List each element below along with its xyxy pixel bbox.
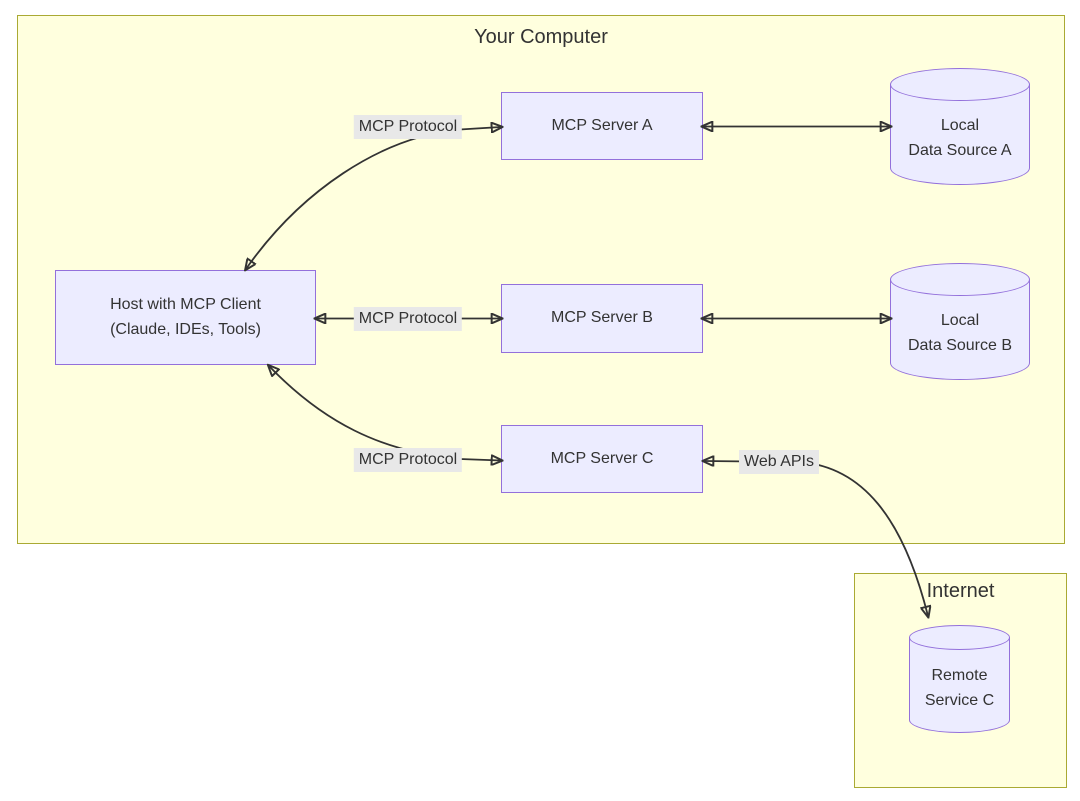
mcp-protocol-label-c: MCP Protocol (353, 448, 463, 472)
cylinder-body-shape (909, 637, 1010, 733)
mcp-server-c-label: MCP Server C (550, 449, 654, 467)
local-data-source-b-node: Local Data Source B (890, 263, 1030, 380)
cylinder-top-shape (909, 625, 1010, 650)
remote-service-c-node: Remote Service C (909, 625, 1010, 733)
remote-service-c-label: Remote Service C (924, 667, 995, 709)
host-with-mcp-client-node: Host with MCP Client (Claude, IDEs, Tool… (55, 270, 316, 365)
local-data-source-b-label: Local Data Source B (907, 312, 1013, 354)
mcp-protocol-label-a: MCP Protocol (353, 115, 463, 139)
host-with-mcp-client-label: Host with MCP Client (Claude, IDEs, Tool… (110, 295, 261, 338)
mcp-server-b-node: MCP Server B (501, 284, 703, 353)
local-data-source-a-label: Local Data Source A (908, 117, 1012, 159)
cylinder-top-shape (890, 263, 1030, 296)
mcp-server-a-node: MCP Server A (501, 92, 703, 160)
mcp-protocol-label-b: MCP Protocol (353, 307, 463, 331)
web-apis-label: Web APIs (739, 450, 819, 474)
cylinder-top-shape (890, 68, 1030, 101)
mcp-server-a-label: MCP Server A (551, 116, 653, 134)
internet-title: Internet (926, 580, 995, 602)
mcp-server-c-node: MCP Server C (501, 425, 703, 493)
local-data-source-a-node: Local Data Source A (890, 68, 1030, 185)
mcp-server-b-label: MCP Server B (551, 309, 653, 327)
your-computer-title: Your Computer (474, 26, 608, 48)
